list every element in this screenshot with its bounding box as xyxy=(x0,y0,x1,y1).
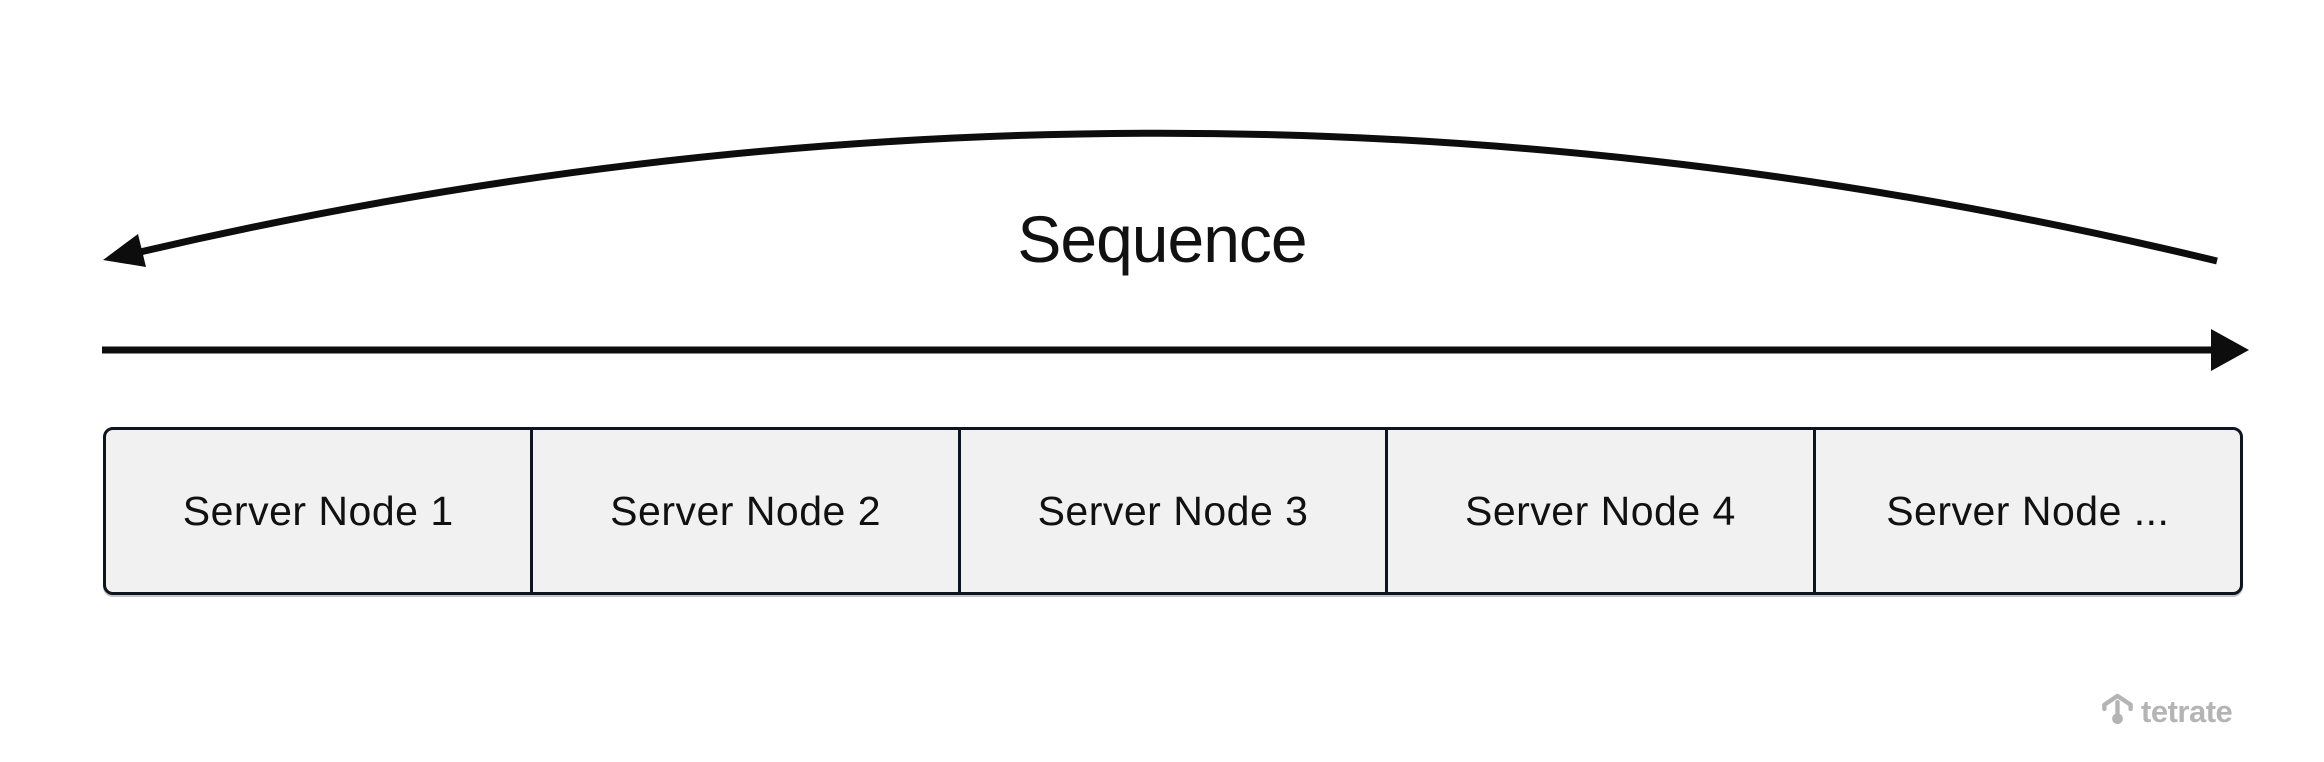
timeline-arrowhead-icon xyxy=(2211,329,2249,371)
sequence-curve-arrow xyxy=(139,129,2218,265)
server-node-2: Server Node 2 xyxy=(533,430,961,592)
tetrate-logo: tetrate xyxy=(2101,688,2233,730)
server-node-row: Server Node 1 Server Node 2 Server Node … xyxy=(103,427,2243,595)
server-node-1-label: Server Node 1 xyxy=(182,487,454,534)
server-node-3-label: Server Node 3 xyxy=(1037,487,1309,534)
tetrate-logo-icon xyxy=(2102,693,2133,725)
server-node-1: Server Node 1 xyxy=(106,430,534,592)
server-node-3: Server Node 3 xyxy=(961,430,1389,592)
server-node-4: Server Node 4 xyxy=(1388,430,1816,592)
server-node-2-label: Server Node 2 xyxy=(610,487,882,534)
server-node-more: Server Node ... xyxy=(1816,430,2240,592)
server-node-4-label: Server Node 4 xyxy=(1464,487,1736,534)
sequence-label: Sequence xyxy=(1017,202,1307,276)
server-node-more-label: Server Node ... xyxy=(1886,487,2170,534)
sequence-curve-arrowhead-icon xyxy=(103,234,146,267)
tetrate-logo-text: tetrate xyxy=(2141,693,2233,729)
